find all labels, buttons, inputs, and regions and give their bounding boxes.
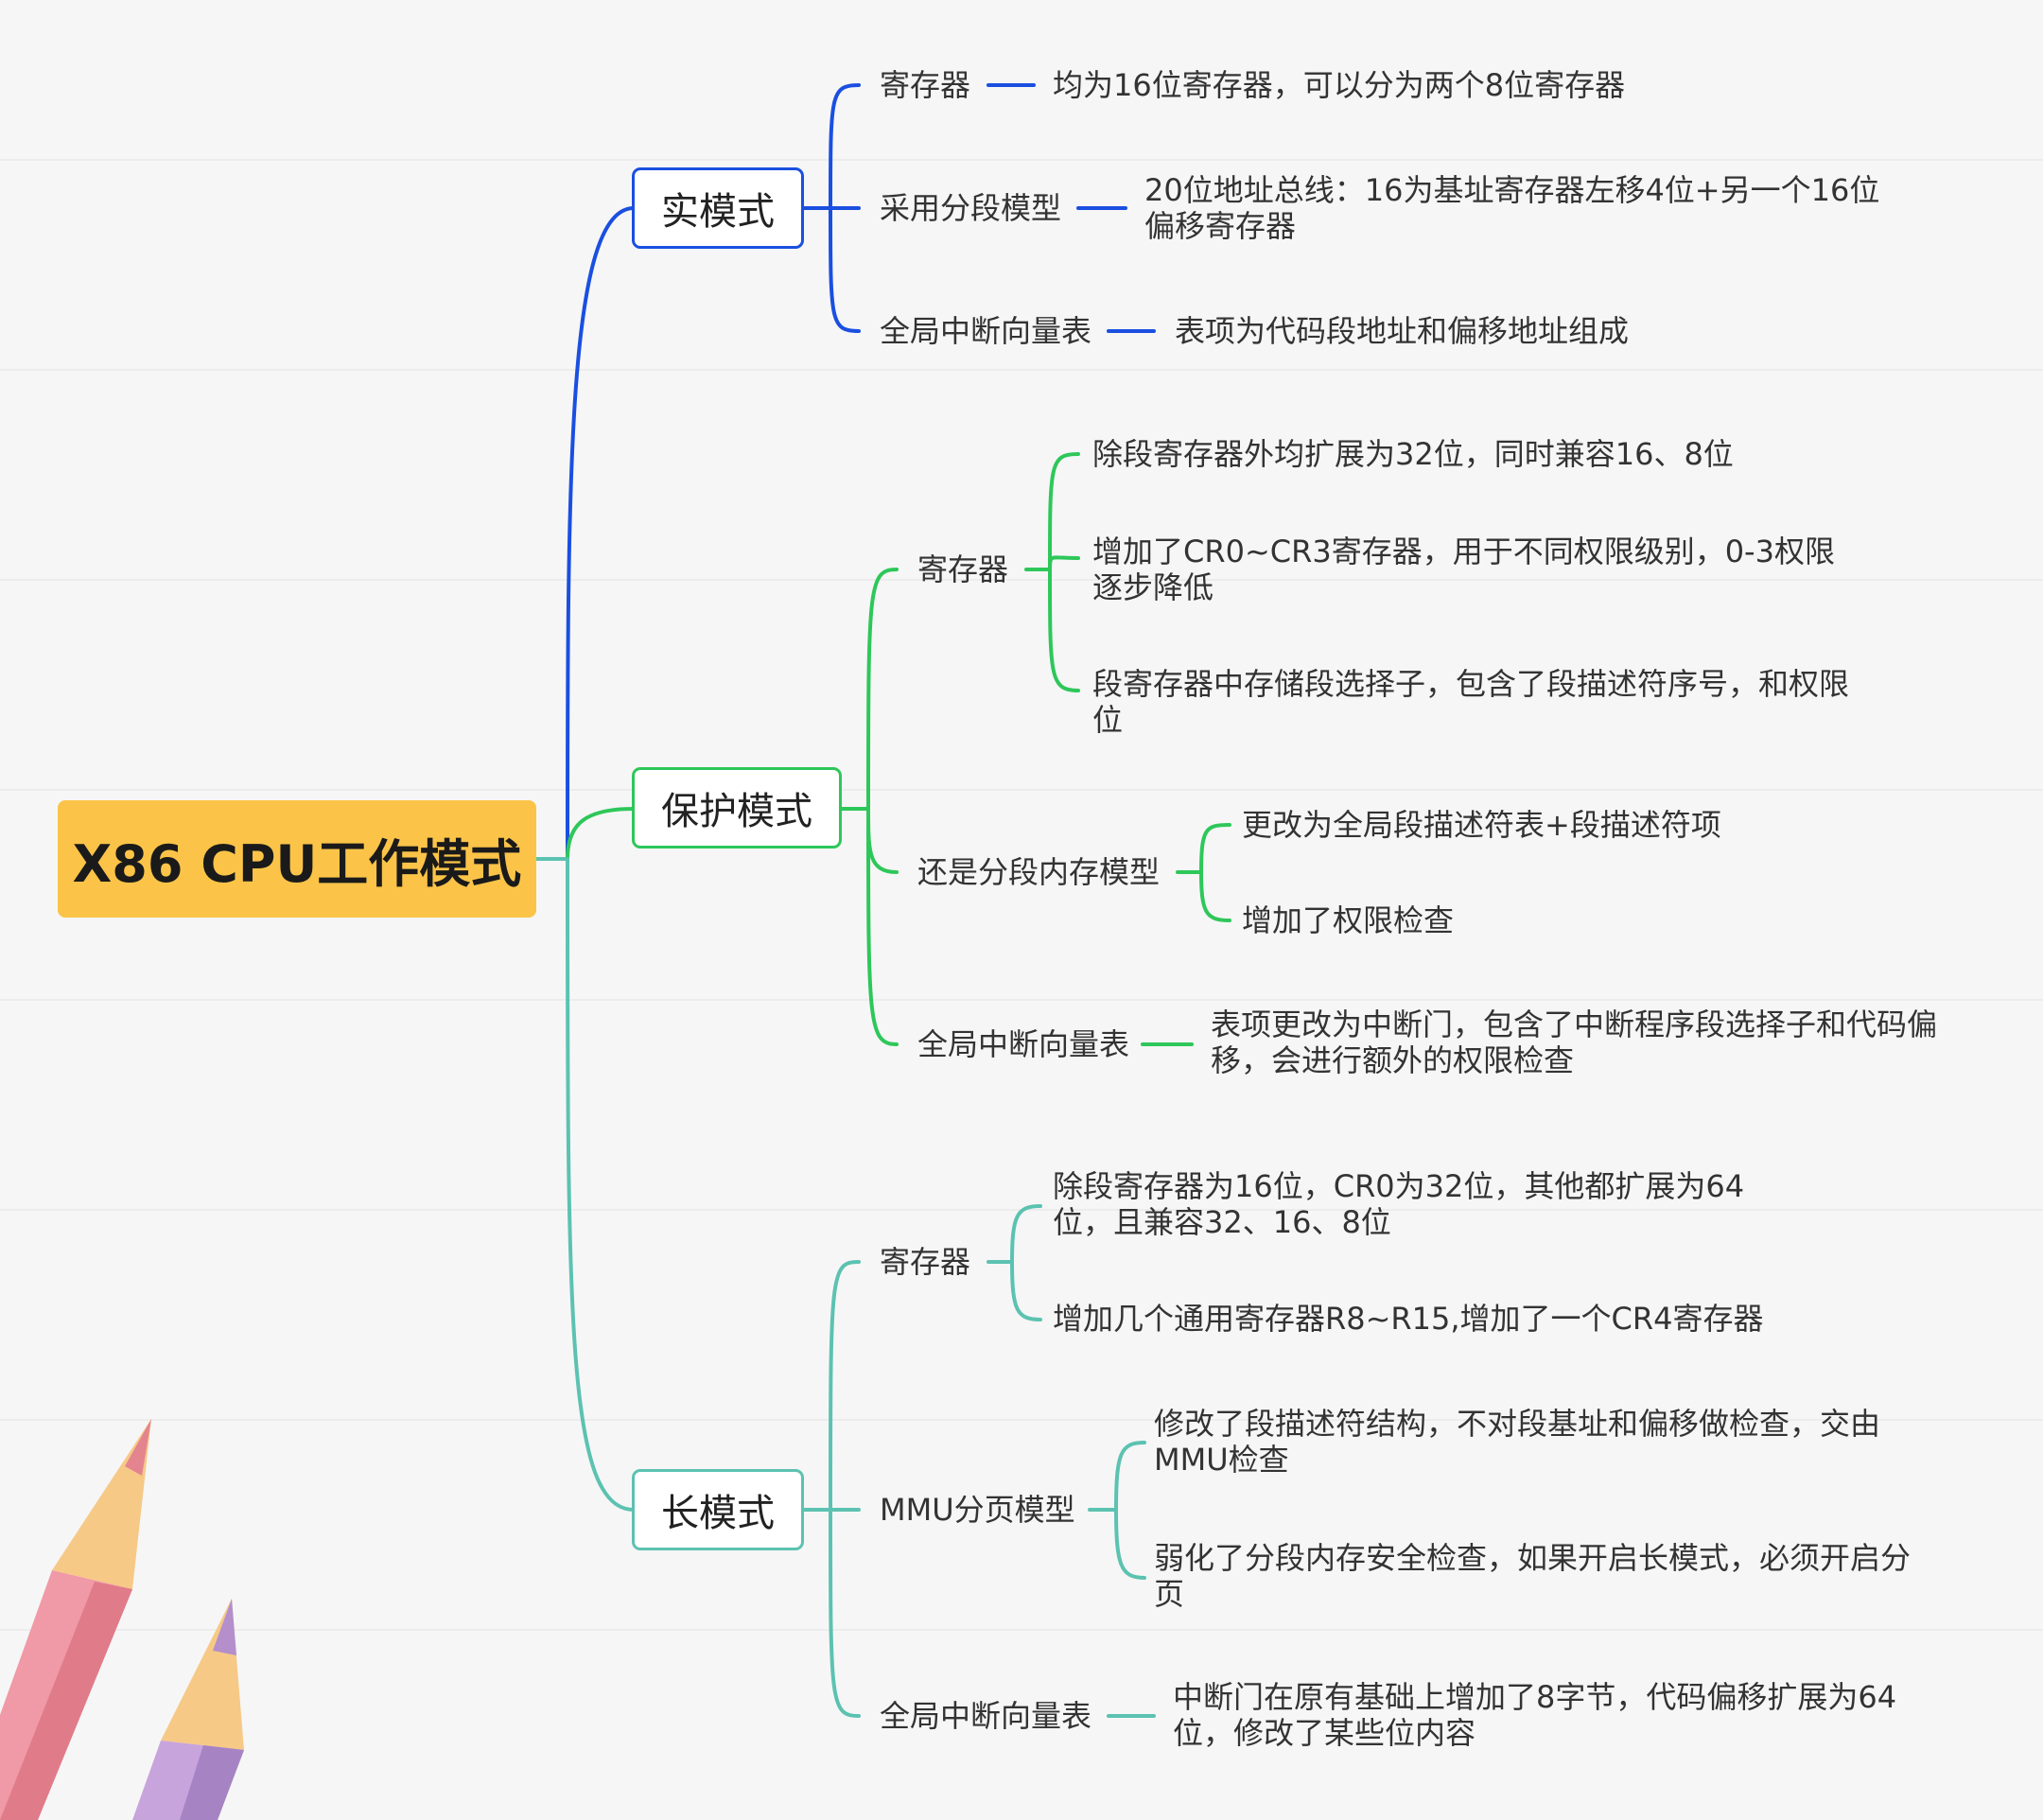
protected-segmentation-detail-2: 增加了权限检查	[1242, 902, 1455, 938]
long-registers-detail-1: 除段寄存器为16位，CR0为32位，其他都扩展为64位，且兼容32、16、8位	[1053, 1168, 1745, 1240]
long-paging-detail-1: 修改了段描述符结构，不对段基址和偏移做检查，交由MMU检查	[1154, 1406, 1881, 1478]
protected-mode-node[interactable]: 保护模式	[632, 767, 842, 849]
long-ivt-node[interactable]: 全局中断向量表	[880, 1698, 1092, 1734]
paper-line	[0, 159, 2043, 161]
protected-segmentation-node[interactable]: 还是分段内存模型	[917, 854, 1161, 890]
protected-registers-node[interactable]: 寄存器	[917, 551, 1009, 587]
paper-line	[0, 1419, 2043, 1421]
long-paging-detail-2: 弱化了分段内存安全检查，如果开启长模式，必须开启分页	[1154, 1540, 1912, 1612]
protected-registers-detail-3: 段寄存器中存储段选择子，包含了段描述符序号，和权限位	[1092, 666, 1850, 738]
long-ivt-detail: 中断门在原有基础上增加了8字节，代码偏移扩展为64位，修改了某些位内容	[1173, 1679, 1897, 1751]
real-ivt-detail: 表项为代码段地址和偏移地址组成	[1175, 313, 1630, 349]
long-registers-node[interactable]: 寄存器	[880, 1244, 971, 1280]
protected-ivt-node[interactable]: 全局中断向量表	[917, 1026, 1130, 1062]
long-registers-detail-2: 增加几个通用寄存器R8~R15,增加了一个CR4寄存器	[1053, 1301, 1764, 1337]
protected-registers-detail-1: 除段寄存器外均扩展为32位，同时兼容16、8位	[1092, 436, 1734, 472]
paper-line	[0, 999, 2043, 1001]
paper-line	[0, 369, 2043, 371]
protected-registers-detail-2: 增加了CR0~CR3寄存器，用于不同权限级别，0-3权限逐步降低	[1092, 534, 1835, 605]
paper-line	[0, 1629, 2043, 1631]
pencils-decoration	[0, 1419, 244, 1820]
root-node[interactable]: X86 CPU工作模式	[58, 800, 536, 918]
long-paging-node[interactable]: MMU分页模型	[880, 1492, 1075, 1528]
real-mode-node[interactable]: 实模式	[632, 167, 804, 249]
protected-segmentation-detail-1: 更改为全局段描述符表+段描述符项	[1242, 807, 1721, 843]
paper-line	[0, 789, 2043, 791]
real-registers-detail: 均为16位寄存器，可以分为两个8位寄存器	[1053, 67, 1626, 103]
real-segmentation-node[interactable]: 采用分段模型	[880, 190, 1062, 226]
protected-ivt-detail: 表项更改为中断门，包含了中断程序段选择子和代码偏移，会进行额外的权限检查	[1211, 1006, 1938, 1078]
real-registers-node[interactable]: 寄存器	[880, 67, 971, 103]
paper-line	[0, 579, 2043, 581]
long-mode-node[interactable]: 长模式	[632, 1469, 804, 1550]
real-ivt-node[interactable]: 全局中断向量表	[880, 313, 1092, 349]
real-segmentation-detail: 20位地址总线：16为基址寄存器左移4位+另一个16位偏移寄存器	[1144, 172, 1880, 244]
